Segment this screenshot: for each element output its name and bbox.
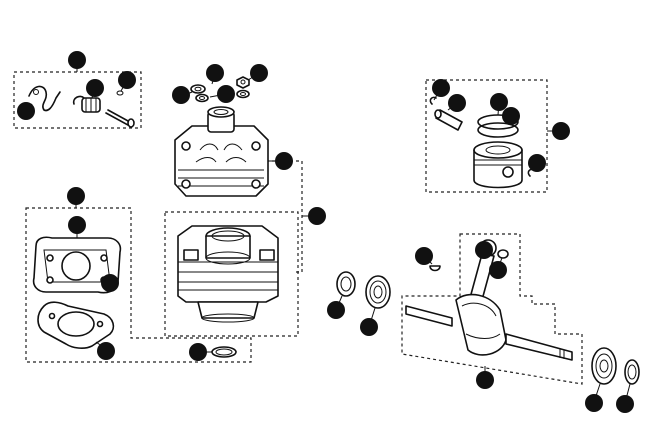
callout-marker[interactable]: [308, 207, 326, 225]
oil-seal-right: [624, 359, 640, 385]
callout-marker[interactable]: [476, 371, 494, 389]
head-bolt-hole-1: [181, 141, 191, 151]
small-end-bearing: [497, 249, 509, 259]
crankshaft-box: [401, 233, 583, 385]
callout-marker[interactable]: [552, 122, 570, 140]
small-spring: [72, 95, 85, 105]
pin: [105, 109, 135, 128]
piston-pin-hole: [502, 166, 514, 178]
callout-marker[interactable]: [432, 79, 450, 97]
callout-marker[interactable]: [360, 318, 378, 336]
base-gasket-bore: [57, 311, 95, 337]
gasket-box: [25, 207, 252, 363]
head-bolt-hole-2: [251, 141, 261, 151]
crank-shaft-right: [505, 333, 573, 361]
callout-marker[interactable]: [68, 51, 86, 69]
callout-marker[interactable]: [616, 395, 634, 413]
callout-marker[interactable]: [68, 216, 86, 234]
crank-shaft-left: [405, 305, 453, 327]
oil-seal-left: [336, 271, 356, 297]
callout-marker[interactable]: [528, 154, 546, 172]
callout-marker[interactable]: [275, 152, 293, 170]
cylinder-port-left: [183, 249, 199, 261]
crankshaft-group: [336, 239, 640, 385]
small-hardware-group: [28, 85, 135, 128]
cylinder-head-group: [174, 76, 269, 197]
callout-marker[interactable]: [189, 343, 207, 361]
head-ribs: [195, 143, 247, 163]
piston-pin: [434, 109, 463, 131]
callout-marker[interactable]: [86, 79, 104, 97]
piston-box: [425, 79, 548, 193]
cylinder-port-right: [259, 249, 275, 261]
cylinder-fins: [178, 261, 278, 291]
cylinder-group: [177, 225, 279, 323]
piston-group: [429, 96, 535, 189]
callout-marker[interactable]: [502, 107, 520, 125]
piston-body: [473, 149, 523, 189]
small-ring: [116, 90, 124, 96]
small-hardware-box: [13, 71, 142, 129]
callout-marker[interactable]: [585, 394, 603, 412]
callout-marker[interactable]: [475, 241, 493, 259]
callout-marker[interactable]: [97, 342, 115, 360]
head-gasket-bore: [61, 251, 91, 281]
head-bolt-hole-4: [251, 179, 261, 189]
callout-marker[interactable]: [490, 93, 508, 111]
clip-eye: [33, 89, 39, 95]
callout-marker[interactable]: [67, 187, 85, 205]
spring-clip: [28, 85, 61, 112]
connector-fitting: [81, 97, 101, 113]
crank-web: [455, 293, 507, 356]
woodruff-key: [429, 265, 441, 272]
callout-marker[interactable]: [17, 102, 35, 120]
callout-marker[interactable]: [217, 85, 235, 103]
callout-marker[interactable]: [250, 64, 268, 82]
callout-marker[interactable]: [448, 94, 466, 112]
callout-marker[interactable]: [489, 261, 507, 279]
gasket-group: [32, 236, 237, 358]
head-bolt-hole-3: [181, 179, 191, 189]
callout-markers: [17, 51, 634, 413]
callout-marker[interactable]: [101, 274, 119, 292]
callout-marker[interactable]: [118, 71, 136, 89]
callout-marker[interactable]: [172, 86, 190, 104]
cylinder-box: [164, 211, 299, 337]
callout-marker[interactable]: [206, 64, 224, 82]
callout-marker[interactable]: [415, 247, 433, 265]
callout-marker[interactable]: [327, 301, 345, 319]
head-fins: [178, 169, 264, 187]
piston-ring-2: [477, 122, 519, 138]
head-nuts: [190, 76, 250, 103]
bearing-right: [591, 347, 617, 385]
